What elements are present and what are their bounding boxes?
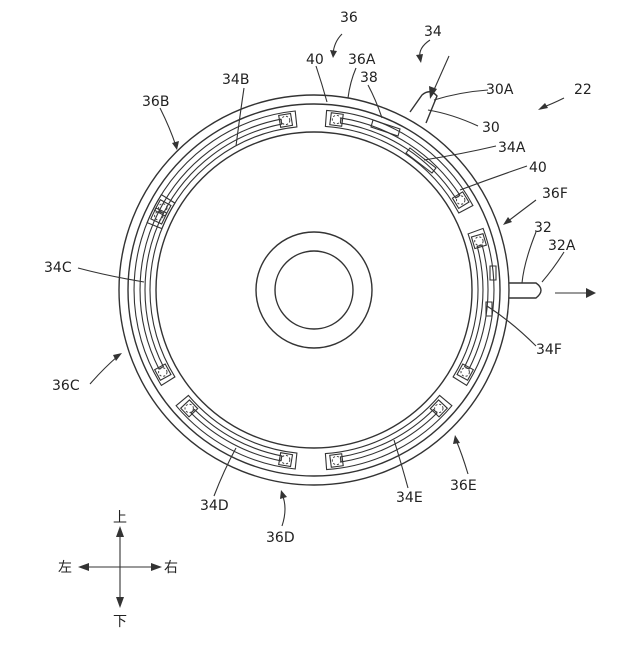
label-30: 30 — [482, 120, 500, 136]
leader-36F — [507, 200, 536, 222]
label-40-top: 40 — [306, 52, 324, 68]
compass-right-arrow — [151, 563, 162, 571]
segment-36A — [325, 110, 473, 213]
label-34A: 34A — [498, 140, 526, 156]
compass-up-arrow — [116, 526, 124, 537]
label-36A: 36A — [348, 52, 376, 68]
reference-labels: 36 34 40 36A 38 34B 36B 30A 22 30 34A 40… — [44, 10, 592, 546]
leader-36F-head — [503, 217, 512, 225]
label-34D: 34D — [200, 498, 229, 514]
inlet-pipe-body — [410, 92, 437, 123]
inlet-pipe — [410, 92, 437, 123]
label-30A: 30A — [486, 82, 514, 98]
leader-34-head — [416, 54, 423, 63]
compass-down-arrow — [116, 597, 124, 608]
leader-36E-head — [453, 435, 460, 444]
segment-36E-pad-seal-end — [332, 456, 340, 464]
leader-40b — [460, 166, 527, 190]
leader-34D — [214, 448, 236, 496]
leader-36C — [90, 356, 118, 384]
label-32A: 32A — [548, 238, 576, 254]
direction-compass: 上 下 左 右 — [58, 510, 178, 630]
compass-left-arrow — [78, 563, 89, 571]
compass-left-label: 左 — [58, 560, 72, 576]
leader-22-head — [538, 103, 548, 110]
label-40-right: 40 — [529, 160, 547, 176]
compass-up-label: 上 — [113, 510, 127, 526]
leader-32 — [522, 232, 536, 283]
label-36E: 36E — [450, 478, 477, 494]
segment-36B-pad-seal-end — [281, 116, 289, 124]
outlet-pipe-body — [509, 283, 541, 298]
leader-36B-head — [172, 141, 179, 150]
compass-down-label: 下 — [113, 614, 127, 630]
label-34: 34 — [424, 24, 442, 40]
leader-30A — [434, 90, 488, 100]
leader-36E — [456, 440, 468, 474]
segment-36E-pad-seal-start — [435, 404, 443, 412]
leader-32A — [542, 252, 564, 282]
segment-36D-channel — [191, 410, 282, 461]
label-36: 36 — [340, 10, 358, 26]
inner-disc — [156, 132, 472, 448]
compass-right-label: 右 — [164, 560, 178, 576]
segment-36F-pad-seal-start — [475, 237, 483, 245]
segment-36D-pad-seal-start — [281, 455, 289, 463]
label-38: 38 — [360, 70, 378, 86]
leader-40a — [316, 66, 327, 102]
segment-36C-pad-seal-start — [159, 368, 167, 376]
inlet-arrow-line — [433, 56, 449, 92]
outer-inner-ring — [128, 104, 500, 476]
segment-36A-pad-seal-start — [332, 115, 340, 123]
label-36C: 36C — [52, 378, 80, 394]
segment-36A-pad-seal-end — [457, 196, 465, 204]
label-32: 32 — [534, 220, 552, 236]
leader-36-head — [330, 50, 337, 58]
label-34F: 34F — [536, 342, 562, 358]
inlet-arrow-head — [429, 86, 437, 99]
housing — [119, 95, 509, 485]
leader-36D-head — [280, 490, 287, 499]
label-36B: 36B — [142, 94, 169, 110]
outlet-pipe — [509, 283, 541, 298]
label-34B: 34B — [222, 72, 249, 88]
label-36F: 36F — [542, 186, 568, 202]
label-34C: 34C — [44, 260, 72, 276]
leader-34F — [487, 306, 536, 346]
leader-36D — [282, 494, 285, 526]
leader-30 — [428, 110, 478, 126]
leader-36A — [348, 68, 356, 98]
leader-34B — [236, 88, 244, 146]
hub-inner — [275, 251, 353, 329]
label-34E: 34E — [396, 490, 423, 506]
outer-ring — [119, 95, 509, 485]
slots — [371, 120, 496, 316]
hub-outer — [256, 232, 372, 348]
leader-36B — [160, 108, 176, 146]
outlet-arrow-head — [586, 288, 596, 298]
label-36D: 36D — [266, 530, 295, 546]
label-22: 22 — [574, 82, 592, 98]
